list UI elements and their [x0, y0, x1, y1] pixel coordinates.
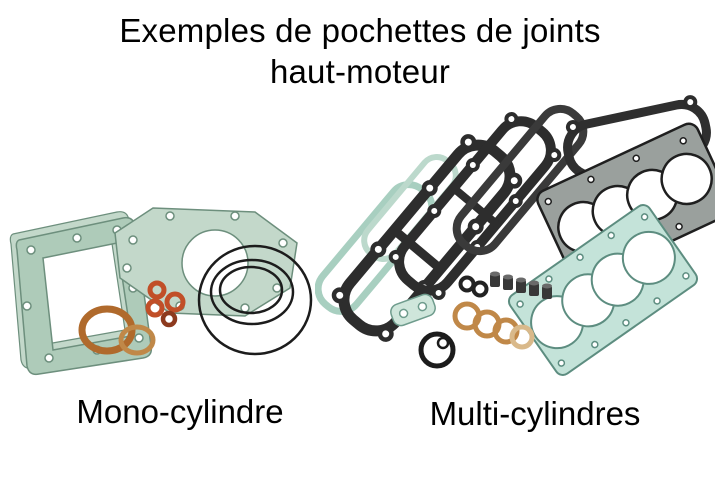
small-black-rings [458, 275, 489, 298]
black-o-rings [197, 244, 313, 356]
copper-crush-washers [452, 301, 535, 350]
multi-cylinder-gasket-illustration [315, 95, 715, 376]
valve-cover-gasket-2 [388, 112, 562, 300]
teal-head-gasket [507, 204, 699, 376]
title-line-1: Exemples de pochettes de joints [119, 12, 601, 49]
caption-mono-cylindre: Mono-cylindre [76, 393, 284, 430]
page-title: Exemples de pochettes de joints haut-mote… [0, 10, 720, 93]
mono-cylinder-gasket-illustration [9, 207, 313, 376]
valve-stem-seals [490, 271, 552, 299]
copper-washers [78, 305, 156, 356]
orange-seal-rings [145, 280, 186, 328]
caption-multi-cylindres: Multi-cylindres [429, 395, 641, 432]
valve-cover-gasket-3 [452, 104, 588, 256]
valve-cover-gasket-1 [331, 134, 523, 342]
title-line-2: haut-moteur [269, 53, 451, 91]
thick-black-ring [418, 331, 456, 369]
small-plate-gasket [390, 293, 436, 327]
